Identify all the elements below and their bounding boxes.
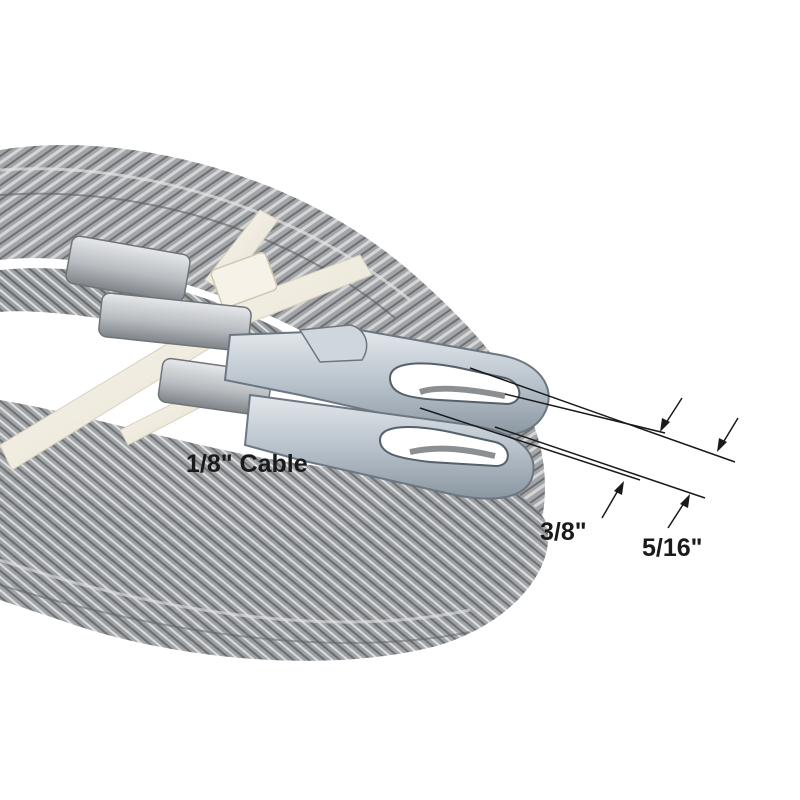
arrow-bottom-2: [667, 494, 690, 529]
dim-line-4: [494, 426, 706, 499]
arrow-bottom-1: [601, 481, 624, 519]
dim-line-2: [504, 393, 666, 434]
ferrule-sleeves: [65, 235, 273, 417]
arrow-top-2: [717, 417, 739, 452]
cable-end-bracket: [223, 324, 550, 500]
dimension-markings: [419, 367, 739, 529]
hole-size-large-label: 5/16": [642, 534, 703, 562]
cable-size-label: 1/8" Cable: [186, 450, 308, 478]
bracket-tab: [298, 324, 368, 363]
coil-front-strands: [0, 400, 549, 661]
hole-size-small-label: 3/8": [540, 518, 587, 546]
dim-line-3: [419, 407, 641, 481]
arrow-top-1: [660, 397, 683, 432]
ferrule-upper: [65, 235, 191, 303]
zip-tie-head: [210, 251, 278, 309]
dim-line-1: [469, 367, 736, 463]
